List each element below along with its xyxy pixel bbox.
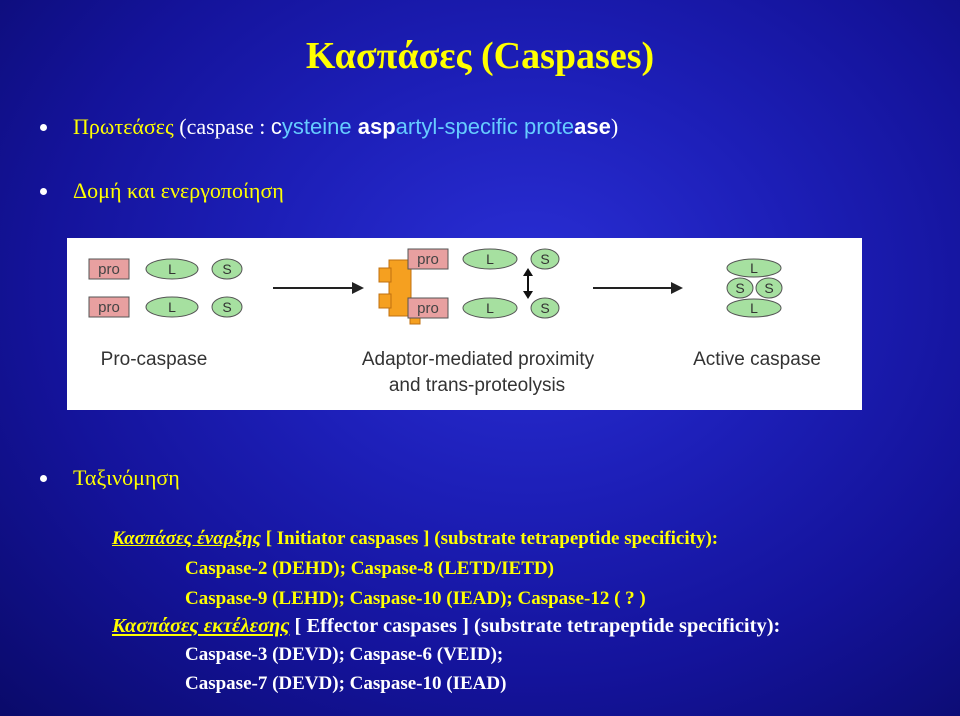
s-subunit [530, 248, 560, 270]
arrow-right-2 [593, 282, 683, 294]
bullet-classification-text: Ταξινόμηση [73, 465, 180, 490]
s-label: S [222, 261, 231, 277]
s-label: S [735, 280, 744, 296]
adaptor-block [388, 259, 412, 317]
caspase-activation-diagram: pro L S pro L S pro [67, 238, 862, 410]
s-label: S [222, 299, 231, 315]
label-adaptor-line2: and trans-proteolysis [389, 375, 565, 396]
arrow-right-1 [273, 282, 364, 294]
acronym-asp: asp [357, 114, 396, 139]
pro-domain [407, 297, 449, 319]
s-label: S [540, 300, 549, 316]
adaptor-notch [378, 267, 392, 283]
bullet-dot [40, 123, 47, 131]
pro-label: pro [417, 251, 439, 268]
label-active-caspase: Active caspase [693, 349, 821, 370]
s-subunit [755, 277, 783, 299]
l-subunit [726, 298, 782, 318]
bullet-structure-text: Δομή και ενεργοποίηση [73, 178, 284, 203]
adaptor-notch [378, 293, 392, 309]
l-subunit [145, 258, 199, 280]
acronym-ase: ase [574, 114, 611, 139]
pro-domain [407, 248, 449, 270]
s-label: S [540, 251, 549, 267]
pro-domain [88, 258, 130, 280]
s-subunit [726, 277, 754, 299]
acronym-artyl: artyl-specific prote [395, 114, 575, 139]
l-label: L [750, 260, 758, 276]
bullet-classification: Ταξινόμηση [40, 465, 180, 491]
slide-title: Κασπάσες (Caspases) [305, 35, 655, 77]
l-label: L [486, 251, 494, 267]
caspase-prefix: (caspase : [179, 114, 271, 139]
l-subunit [462, 248, 518, 270]
active-caspase: L S S L [726, 258, 783, 318]
effector-rest: [ Effector caspases ] (substrate tetrape… [289, 615, 781, 637]
s-label: S [764, 280, 773, 296]
l-subunit [145, 296, 199, 318]
initiator-line: Κασπάσες έναρξης [ Initiator caspases ] … [112, 528, 718, 550]
bullet-structure: Δομή και ενεργοποίηση [40, 178, 284, 204]
l-subunit [726, 258, 782, 278]
procaspase-left: pro L S pro L S [88, 258, 243, 318]
s-subunit [530, 297, 560, 319]
label-pro-caspase: Pro-caspase [101, 349, 208, 370]
proteases-greek: Πρωτεάσες [73, 114, 174, 139]
l-label: L [486, 300, 494, 316]
l-label: L [168, 261, 176, 277]
l-label: L [750, 300, 758, 316]
initiator-greek: Κασπάσες έναρξης [112, 528, 261, 549]
bullet-proteases-text: Πρωτεάσες (caspase : cysteine aspartyl-s… [73, 114, 618, 140]
effector-list-2: Caspase-7 (DEVD); Caspase-10 (IEAD) [185, 673, 507, 694]
acronym-ysteine: ysteine [281, 114, 358, 139]
effector-greek: Κασπάσες εκτέλεσης [112, 615, 290, 637]
effector-line: Κασπάσες εκτέλεσης [ Effector caspases ]… [112, 615, 780, 638]
l-subunit [462, 297, 518, 319]
initiator-list-1: Caspase-2 (DEHD); Caspase-8 (LETD/IETD) [185, 558, 554, 579]
l-label: L [168, 299, 176, 315]
acronym-c: c [270, 114, 282, 139]
caspase-suffix: ) [610, 114, 619, 139]
pro-label: pro [98, 299, 120, 316]
initiator-rest: [ Initiator caspases ] (substrate tetrap… [260, 528, 719, 549]
pro-label: pro [417, 300, 439, 317]
s-subunit [211, 296, 243, 318]
diagram-svg: pro L S pro L S pro [88, 248, 821, 396]
pro-label: pro [98, 261, 120, 278]
s-subunit [211, 258, 243, 280]
label-adaptor-line1: Adaptor-mediated proximity [362, 349, 595, 370]
procaspase-middle: pro L S pro L S [407, 248, 560, 319]
effector-list-1: Caspase-3 (DEVD); Caspase-6 (VEID); [185, 644, 504, 665]
bullet-proteases: Πρωτεάσες (caspase : cysteine aspartyl-s… [40, 114, 618, 140]
bullet-dot [40, 474, 47, 482]
initiator-list-2: Caspase-9 (LEHD); Caspase-10 (IEAD); Cas… [185, 588, 646, 609]
bullet-dot [40, 187, 47, 195]
pro-domain [88, 296, 130, 318]
